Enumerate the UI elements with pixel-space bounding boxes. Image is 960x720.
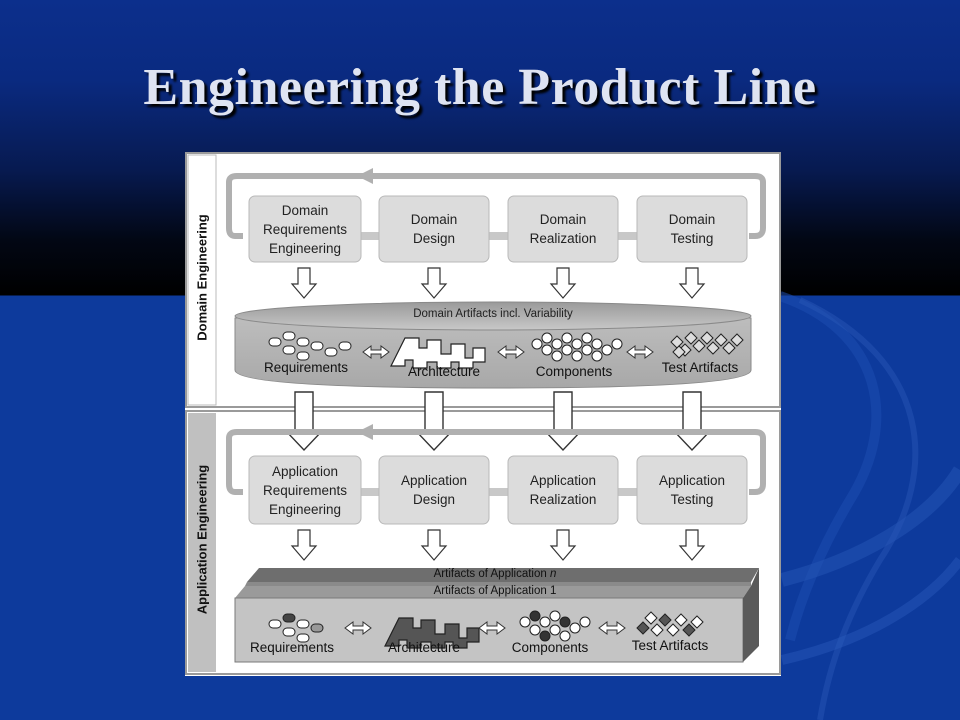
application-n-repository-top — [247, 568, 759, 582]
domain-requirements-engineering-label: Domain Requirements Engineering — [262, 202, 348, 256]
test-artifacts-icon — [670, 331, 744, 359]
domain-artifact-requirements: Requirements — [263, 360, 349, 375]
application-design-label: Application Design — [400, 473, 468, 507]
domain-artifact-test-artifacts: Test Artifacts — [661, 360, 739, 375]
application-side-band — [188, 413, 216, 672]
connector — [489, 232, 509, 240]
process-box — [636, 455, 748, 525]
connector — [360, 488, 380, 496]
domain-repository-body — [234, 317, 752, 389]
application-test-artifacts-icon — [636, 611, 704, 637]
domain-repository-label: Domain Artifacts incl. Variability — [413, 308, 573, 320]
application-cycle-arrowhead — [357, 424, 373, 440]
application-n-label-prefix: Artifacts of Application — [433, 568, 550, 580]
application-engineering-label: Application Engineering — [194, 464, 210, 615]
application-architecture-icon — [384, 617, 480, 649]
domain-testing-label: Domain Testing — [668, 212, 716, 246]
process-box — [507, 455, 619, 525]
domain-artifact-architecture: Architecture — [407, 364, 481, 379]
application-n-repository-edge — [245, 582, 751, 586]
application-requirements-engineering-label: Application Requirements Engineering — [262, 463, 348, 517]
application-n-repository-label: Artifacts of Application n — [345, 568, 645, 580]
connector — [489, 488, 509, 496]
page-title: Engineering the Product Line — [143, 59, 817, 116]
domain-side-band — [187, 154, 217, 406]
connector — [618, 232, 638, 240]
process-box — [248, 195, 362, 263]
domain-design-label: Domain Design — [410, 212, 458, 246]
requirements-icon — [268, 331, 352, 361]
application-requirements-icon — [268, 613, 324, 643]
connector — [618, 488, 638, 496]
application-artifact-test-artifacts: Test Artifacts — [631, 638, 709, 653]
connector — [360, 232, 380, 240]
components-icon — [531, 332, 623, 362]
application-components-icon — [519, 610, 591, 642]
domain-repository-top — [234, 301, 752, 331]
process-box — [378, 455, 490, 525]
process-box — [507, 195, 619, 263]
application-down-arrows — [290, 529, 706, 561]
process-box — [636, 195, 748, 263]
application-artifact-requirements: Requirements — [249, 640, 335, 655]
application-1-repository-top — [235, 586, 751, 598]
application-testing-label: Application Testing — [658, 473, 726, 507]
domain-artifact-components: Components — [535, 364, 613, 379]
domain-down-arrows — [290, 267, 706, 299]
application-cycle-arrow — [226, 429, 766, 495]
application-artifact-components: Components — [511, 640, 589, 655]
application-double-arrows — [344, 621, 626, 635]
domain-cycle-arrow — [226, 173, 766, 239]
domain-double-arrows — [362, 345, 654, 359]
architecture-icon — [390, 337, 486, 369]
application-1-repository-label: Artifacts of Application 1 — [433, 585, 557, 597]
application-realization-label: Application Realization — [529, 473, 597, 507]
application-artifact-architecture: Architecture — [387, 640, 461, 655]
domain-cycle-arrowhead — [357, 168, 373, 184]
application-repository-side — [743, 568, 759, 662]
domain-engineering-label: Domain Engineering — [194, 214, 210, 341]
domain-realization-label: Domain Realization — [529, 212, 597, 246]
process-box — [248, 455, 362, 525]
application-n-label-italic: n — [549, 568, 557, 580]
product-line-diagram: Domain Engineering Application Engineeri… — [185, 152, 781, 676]
process-box — [378, 195, 490, 263]
diagram-graphics — [185, 152, 781, 675]
